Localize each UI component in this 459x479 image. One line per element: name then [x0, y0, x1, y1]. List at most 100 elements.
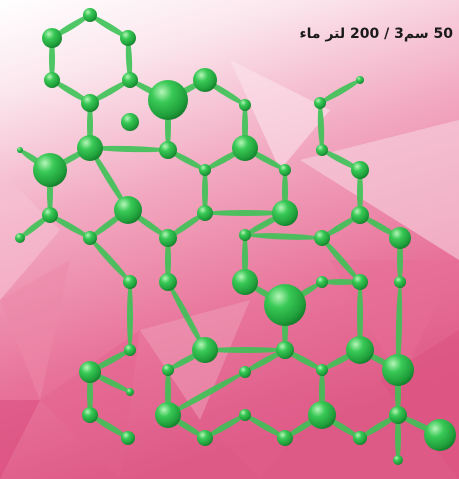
bond	[244, 414, 286, 439]
atom	[193, 68, 217, 92]
atom	[351, 161, 369, 179]
atom	[77, 135, 103, 161]
atom	[126, 388, 134, 396]
bond	[89, 79, 131, 104]
bond	[51, 14, 91, 39]
bond	[321, 237, 361, 283]
dosage-label: 50 سم3 / 200 لتر ماء	[299, 26, 453, 42]
bond	[165, 238, 171, 282]
bond	[244, 233, 323, 240]
atom	[33, 153, 67, 187]
atom	[114, 196, 142, 224]
atom	[42, 207, 58, 223]
atom	[15, 233, 25, 243]
bond	[49, 214, 91, 239]
bond	[395, 281, 403, 371]
bond	[51, 79, 91, 104]
atom	[122, 72, 138, 88]
bond	[127, 282, 133, 350]
atom	[346, 336, 374, 364]
atom	[394, 276, 406, 288]
bond	[89, 147, 129, 211]
atom	[239, 99, 251, 111]
atom	[314, 97, 326, 109]
atom	[382, 354, 414, 386]
bond	[357, 170, 363, 215]
atom	[17, 147, 23, 153]
bond	[202, 170, 208, 213]
atom	[148, 80, 188, 120]
bond	[319, 79, 361, 104]
atom	[352, 274, 368, 290]
bond	[125, 37, 133, 81]
bond	[167, 212, 206, 239]
atom	[42, 28, 62, 48]
bond	[284, 349, 323, 371]
atom	[308, 401, 336, 429]
atom	[239, 229, 251, 241]
atom	[44, 72, 60, 88]
bond	[167, 281, 206, 351]
atom	[162, 364, 174, 376]
atom	[389, 227, 411, 249]
atom	[159, 229, 177, 247]
atom	[120, 30, 136, 46]
bond	[49, 38, 55, 80]
bond	[395, 415, 401, 460]
atom	[82, 407, 98, 423]
atom	[232, 135, 258, 161]
atom	[232, 269, 258, 295]
atom	[389, 406, 407, 424]
atom	[155, 402, 181, 428]
atom	[121, 431, 135, 445]
atom	[424, 419, 456, 451]
bond	[205, 347, 285, 353]
atom	[197, 205, 213, 221]
bond	[317, 102, 325, 151]
bond	[357, 282, 363, 350]
atom	[314, 230, 330, 246]
bond	[167, 371, 246, 416]
atom	[83, 231, 97, 245]
atom	[83, 8, 97, 22]
bond	[204, 414, 246, 439]
atom	[353, 431, 367, 445]
atom	[316, 276, 328, 288]
bond	[359, 414, 399, 439]
atom	[351, 206, 369, 224]
atom	[192, 337, 218, 363]
bond	[244, 349, 286, 373]
bond	[321, 149, 361, 171]
atom	[356, 76, 364, 84]
atom	[199, 164, 211, 176]
atom	[276, 341, 294, 359]
bond	[205, 210, 285, 216]
atom	[279, 164, 291, 176]
atom	[316, 364, 328, 376]
atom	[277, 430, 293, 446]
bond	[321, 214, 361, 239]
atom	[79, 361, 101, 383]
atom	[272, 200, 298, 226]
bond	[397, 238, 403, 282]
bond	[167, 149, 206, 171]
bond	[359, 214, 401, 239]
atom	[197, 430, 213, 446]
bond	[322, 279, 360, 285]
bond	[89, 145, 169, 153]
bond	[19, 214, 51, 239]
atom	[159, 141, 177, 159]
atom	[316, 144, 328, 156]
bond	[89, 14, 129, 39]
atom	[393, 455, 403, 465]
bond	[89, 237, 131, 283]
atom	[264, 284, 306, 326]
bond	[89, 349, 131, 373]
atom	[124, 344, 136, 356]
atom	[123, 275, 137, 289]
atom	[121, 113, 139, 131]
bond	[89, 414, 129, 439]
atom	[81, 94, 99, 112]
bond	[89, 371, 131, 393]
